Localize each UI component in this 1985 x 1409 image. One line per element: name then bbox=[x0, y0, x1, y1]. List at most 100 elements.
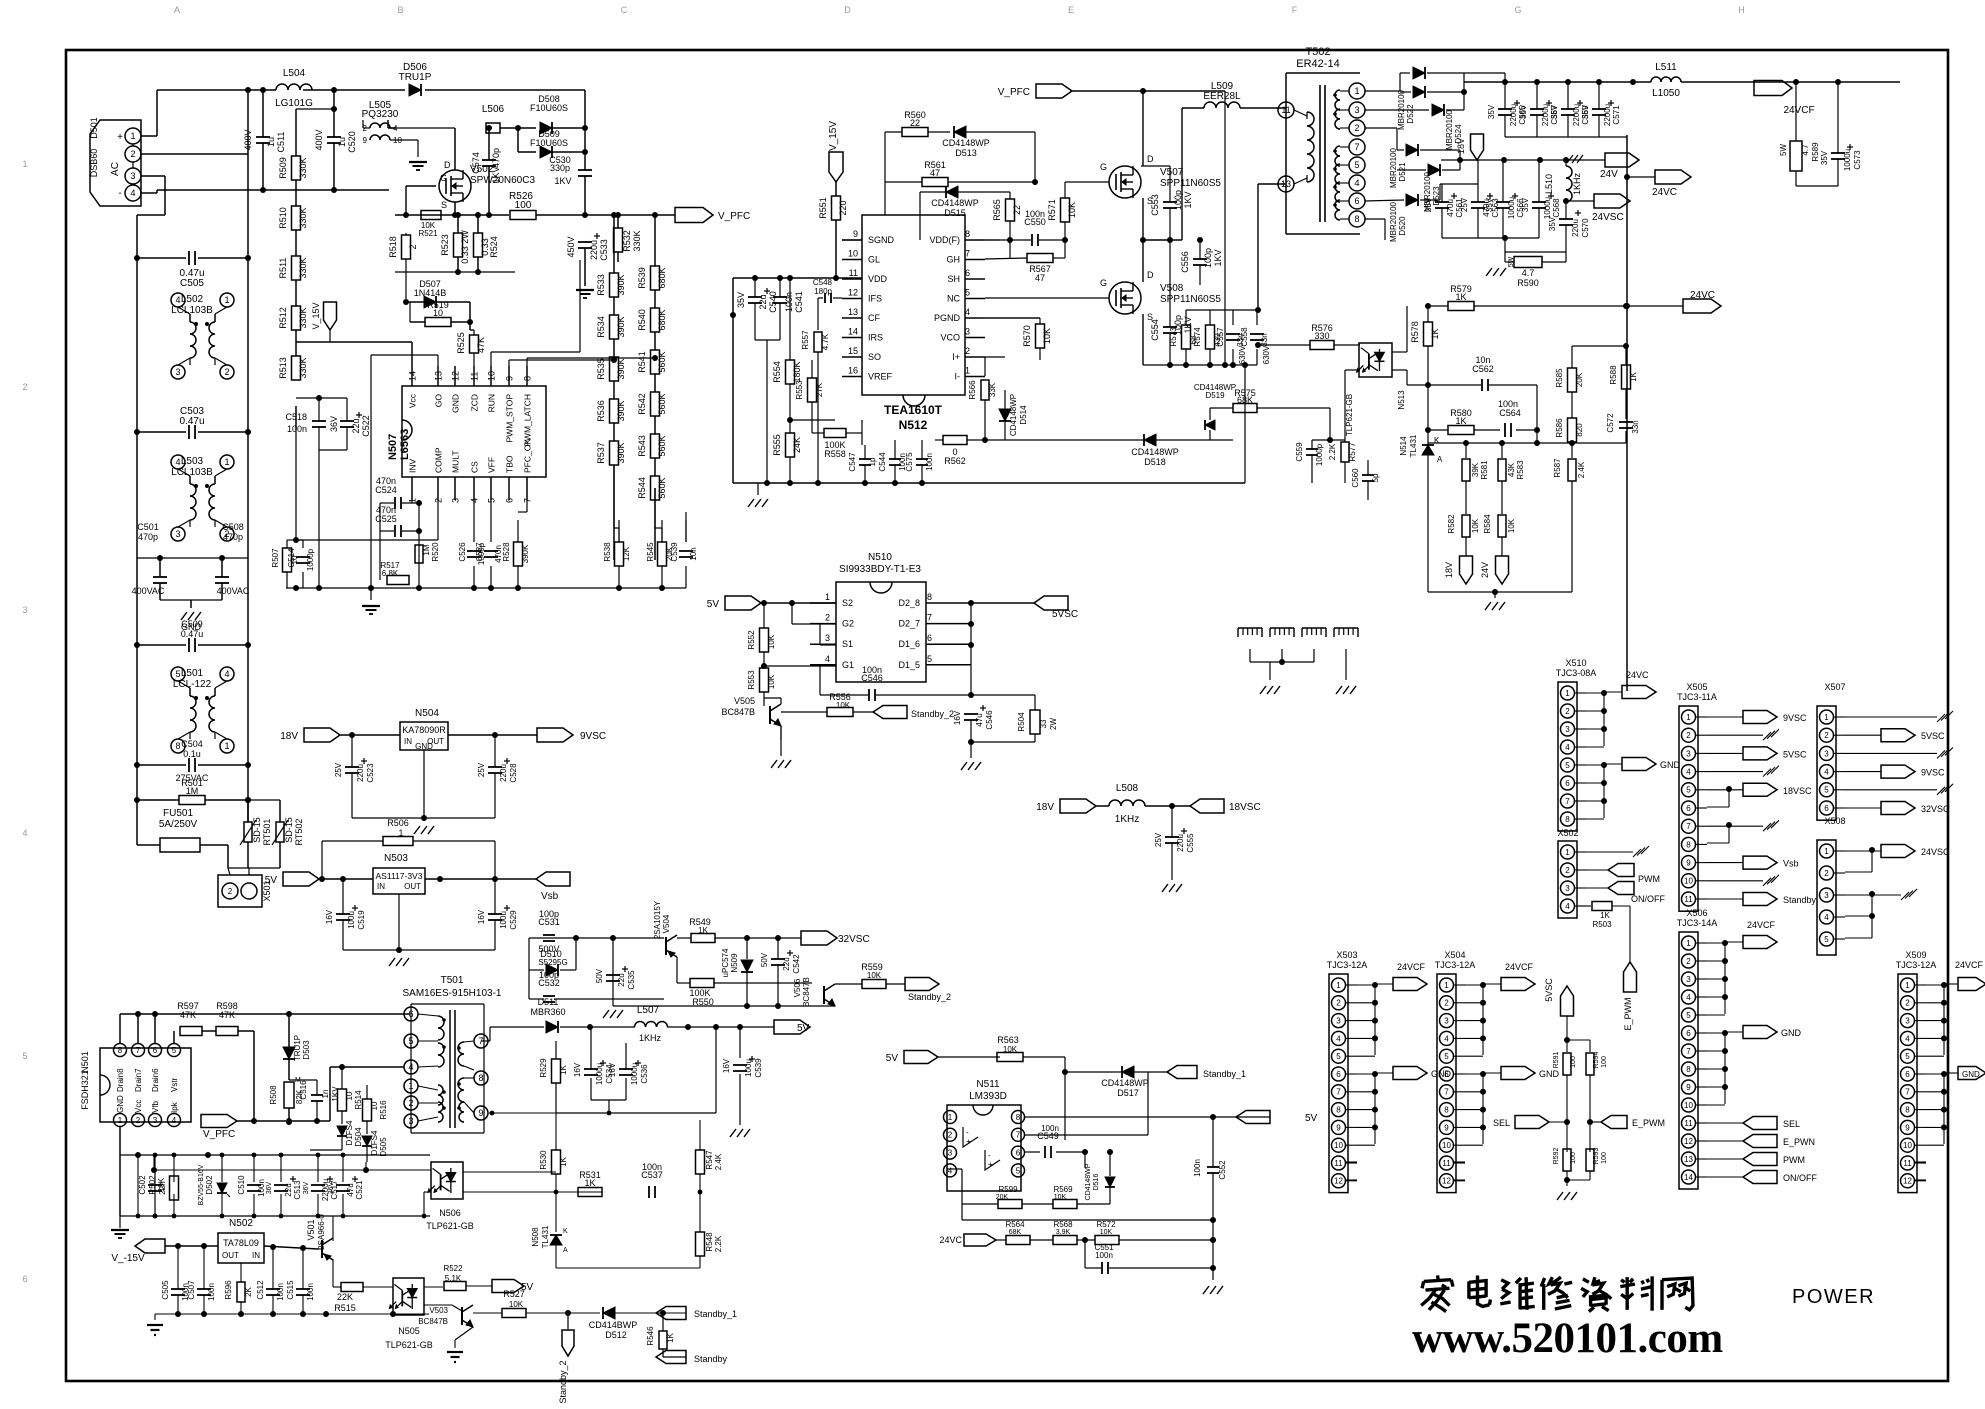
svg-text:2W: 2W bbox=[1049, 718, 1058, 730]
svg-text:13: 13 bbox=[1684, 1155, 1693, 1164]
svg-text:L1050: L1050 bbox=[1652, 88, 1680, 99]
svg-text:1: 1 bbox=[948, 1113, 953, 1122]
svg-text:22u: 22u bbox=[617, 973, 626, 986]
svg-text:D502: D502 bbox=[205, 1175, 214, 1195]
svg-text:1K: 1K bbox=[1455, 416, 1466, 426]
svg-text:GND: GND bbox=[415, 742, 433, 751]
svg-text:R582: R582 bbox=[1447, 514, 1456, 534]
svg-text:D: D bbox=[444, 160, 451, 170]
svg-text:R529: R529 bbox=[539, 1058, 548, 1078]
svg-text:R544: R544 bbox=[637, 477, 647, 499]
svg-text:V_PFC: V_PFC bbox=[998, 87, 1030, 98]
svg-text:L510: L510 bbox=[1544, 174, 1554, 194]
svg-text:10K: 10K bbox=[867, 971, 882, 980]
svg-text:35V: 35V bbox=[1485, 197, 1494, 212]
svg-text:3: 3 bbox=[1565, 884, 1570, 893]
svg-text:R562: R562 bbox=[944, 456, 966, 466]
svg-text:4: 4 bbox=[1686, 767, 1691, 776]
svg-text:MBR20100: MBR20100 bbox=[1445, 109, 1454, 150]
svg-text:C571: C571 bbox=[1612, 105, 1621, 125]
svg-text:6: 6 bbox=[1686, 1029, 1691, 1038]
svg-text:7: 7 bbox=[1354, 142, 1359, 152]
svg-text:1K: 1K bbox=[559, 1064, 568, 1074]
svg-text:13: 13 bbox=[848, 307, 858, 317]
svg-text:1: 1 bbox=[825, 592, 830, 602]
svg-text:1: 1 bbox=[1565, 689, 1570, 698]
svg-text:GH: GH bbox=[947, 255, 961, 265]
svg-text:D520: D520 bbox=[1398, 216, 1407, 236]
svg-text:N511: N511 bbox=[976, 1079, 1000, 1090]
svg-text:C504: C504 bbox=[181, 739, 203, 749]
svg-text:330K: 330K bbox=[298, 257, 308, 278]
svg-text:10K: 10K bbox=[767, 674, 776, 689]
svg-text:100p: 100p bbox=[1203, 248, 1213, 268]
svg-text:R507: R507 bbox=[271, 548, 280, 568]
svg-text:18V: 18V bbox=[1444, 562, 1454, 578]
svg-text:N509: N509 bbox=[730, 953, 739, 973]
svg-text:R538: R538 bbox=[603, 542, 612, 562]
svg-text:11: 11 bbox=[1684, 895, 1693, 904]
svg-text:R530: R530 bbox=[539, 1150, 548, 1170]
svg-text:R546: R546 bbox=[646, 1326, 655, 1346]
svg-text:1K: 1K bbox=[1629, 371, 1638, 381]
svg-text:1000u: 1000u bbox=[1543, 197, 1552, 219]
svg-text:4: 4 bbox=[965, 307, 970, 317]
svg-text:L504: L504 bbox=[283, 68, 306, 79]
svg-text:R516: R516 bbox=[379, 1100, 388, 1120]
svg-text:COMP: COMP bbox=[434, 447, 444, 473]
svg-text:16V: 16V bbox=[953, 710, 962, 725]
svg-text:100n: 100n bbox=[925, 453, 934, 471]
svg-text:24K: 24K bbox=[792, 437, 802, 453]
svg-text:7: 7 bbox=[1444, 1088, 1449, 1097]
svg-text:1KV: 1KV bbox=[331, 1086, 340, 1102]
svg-text:39K: 39K bbox=[1471, 462, 1480, 477]
svg-text:D2_8: D2_8 bbox=[898, 598, 920, 608]
svg-text:100n: 100n bbox=[257, 1179, 266, 1197]
svg-text:R525: R525 bbox=[456, 332, 466, 354]
svg-text:24VCF: 24VCF bbox=[1505, 962, 1534, 972]
svg-text:35V: 35V bbox=[1548, 216, 1557, 231]
svg-text:C505: C505 bbox=[161, 1280, 170, 1300]
svg-text:7: 7 bbox=[965, 249, 970, 259]
svg-text:9: 9 bbox=[505, 376, 515, 381]
svg-text:7: 7 bbox=[1336, 1088, 1341, 1097]
svg-text:C521: C521 bbox=[355, 1180, 364, 1200]
svg-text:2: 2 bbox=[1905, 999, 1910, 1008]
svg-text:R513: R513 bbox=[278, 357, 288, 379]
svg-text:12K: 12K bbox=[622, 546, 631, 561]
svg-text:BC847B: BC847B bbox=[721, 707, 755, 717]
svg-text:3: 3 bbox=[1354, 105, 1359, 115]
svg-text:C541: C541 bbox=[794, 291, 804, 313]
svg-text:4.7K: 4.7K bbox=[821, 333, 830, 350]
svg-text:Standby_1: Standby_1 bbox=[1203, 1069, 1246, 1079]
svg-text:9: 9 bbox=[853, 229, 858, 239]
svg-text:100: 100 bbox=[1570, 1056, 1577, 1068]
svg-text:22u: 22u bbox=[284, 1183, 293, 1196]
svg-text:16V: 16V bbox=[608, 1062, 617, 1077]
svg-text:TJC3-14A: TJC3-14A bbox=[1677, 918, 1718, 928]
svg-text:3: 3 bbox=[1686, 749, 1691, 758]
svg-text:SO: SO bbox=[868, 352, 881, 362]
svg-text:C519: C519 bbox=[357, 910, 366, 930]
svg-text:220u: 220u bbox=[499, 764, 508, 782]
svg-text:5: 5 bbox=[927, 654, 932, 664]
svg-text:4: 4 bbox=[825, 654, 830, 664]
svg-text:D515: D515 bbox=[944, 208, 966, 218]
svg-text:A: A bbox=[174, 5, 180, 15]
svg-text:X503: X503 bbox=[1336, 950, 1357, 960]
svg-text:D522: D522 bbox=[1406, 104, 1415, 124]
svg-text:1000u: 1000u bbox=[1843, 149, 1852, 171]
svg-text:5: 5 bbox=[175, 669, 180, 679]
svg-text:16V: 16V bbox=[573, 1062, 582, 1077]
svg-text:IN: IN bbox=[377, 882, 385, 891]
svg-text:R553: R553 bbox=[747, 670, 756, 690]
svg-text:D516: D516 bbox=[1093, 1174, 1100, 1191]
svg-text:TL431: TL431 bbox=[541, 1225, 550, 1248]
svg-text:CD4148WP: CD4148WP bbox=[931, 198, 979, 208]
svg-text:2SA966-0: 2SA966-0 bbox=[317, 1214, 326, 1250]
svg-text:390K: 390K bbox=[616, 316, 626, 337]
svg-text:R543: R543 bbox=[637, 435, 647, 457]
svg-text:2: 2 bbox=[408, 1098, 413, 1108]
svg-text:2: 2 bbox=[1824, 869, 1829, 878]
svg-text:X509: X509 bbox=[1905, 950, 1926, 960]
